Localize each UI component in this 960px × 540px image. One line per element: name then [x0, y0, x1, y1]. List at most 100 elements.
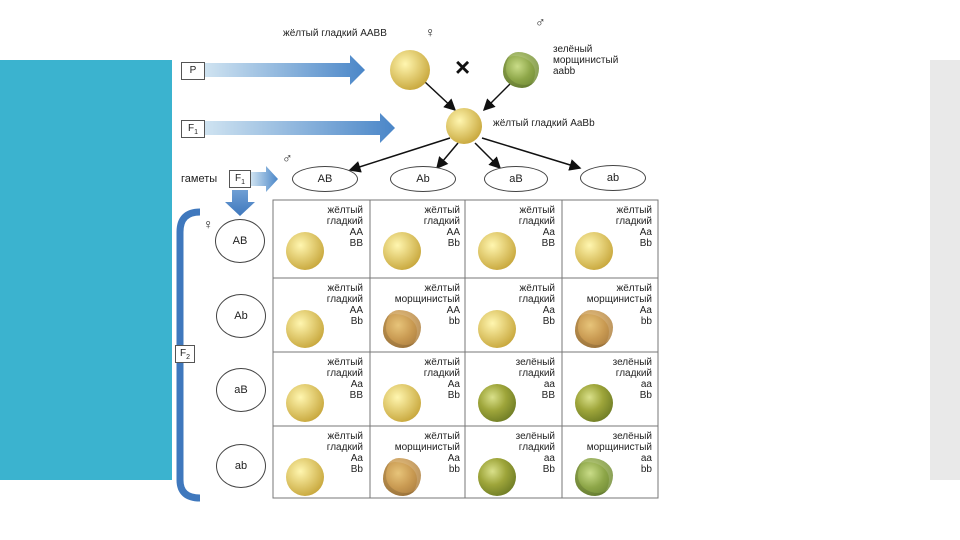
cell-g2: Bb	[447, 238, 460, 249]
cell-color: зелёный	[612, 431, 652, 442]
cell-shape: гладкий	[423, 368, 460, 379]
male-gametes-symbol: ♂	[282, 150, 293, 166]
pea-image	[286, 232, 324, 270]
cell-shape: гладкий	[518, 442, 555, 453]
cell-color: жёлтый	[424, 357, 460, 368]
cell-shape: гладкий	[326, 442, 363, 453]
cell-shape: гладкий	[518, 294, 555, 305]
male-parent-label: зелёный морщинистый aabb	[553, 44, 618, 77]
f2-generation-box: F2	[175, 345, 195, 363]
cell-shape: морщинистый	[586, 442, 652, 453]
female-gametes-symbol: ♀	[203, 216, 214, 232]
p-arrow	[205, 55, 365, 85]
f1-gametes-subscript: 1	[241, 179, 245, 186]
female-gamete-ab: ab	[216, 444, 266, 488]
cell-shape: гладкий	[326, 216, 363, 227]
cell-shape: гладкий	[615, 216, 652, 227]
cell-color: жёлтый	[327, 283, 363, 294]
cell-g2: bb	[448, 316, 460, 327]
cell-g2: Bb	[639, 238, 652, 249]
p-generation-box: P	[181, 62, 205, 80]
right-decor-band	[930, 60, 960, 480]
cell-shape: гладкий	[423, 216, 460, 227]
cell-g1: AA	[446, 305, 460, 316]
cell-shape: морщинистый	[394, 442, 460, 453]
cell-color: жёлтый	[424, 205, 460, 216]
female-gamete-aB: aB	[216, 368, 266, 412]
f2-letter: F	[179, 348, 187, 359]
pea-image	[478, 232, 516, 270]
male-symbol: ♂	[535, 14, 546, 30]
pea-image	[383, 310, 421, 348]
cell-g1: Aa	[350, 453, 363, 464]
pea-image	[286, 458, 324, 496]
cell-color: жёлтый	[519, 205, 555, 216]
cell-g2: Bb	[542, 464, 555, 475]
cell-g2: BB	[349, 390, 363, 401]
cell-color: жёлтый	[519, 283, 555, 294]
cell-shape: морщинистый	[586, 294, 652, 305]
pea-image	[478, 310, 516, 348]
cell-color: жёлтый	[616, 205, 652, 216]
f1-arrow	[205, 113, 395, 143]
pea-image	[286, 310, 324, 348]
cell-color: зелёный	[612, 357, 652, 368]
cell-g2: Bb	[447, 390, 460, 401]
cell-g2: BB	[541, 238, 555, 249]
cell-g1: Aa	[350, 379, 363, 390]
cell-g1: AA	[349, 227, 363, 238]
cell-color: зелёный	[515, 431, 555, 442]
cell-color: жёлтый	[424, 283, 460, 294]
cell-shape: гладкий	[518, 216, 555, 227]
male-gamete-Ab: Ab	[390, 166, 456, 192]
pea-image	[383, 458, 421, 496]
cell-g1: Aa	[447, 379, 460, 390]
pea-image	[575, 232, 613, 270]
pea-image	[478, 384, 516, 422]
pea-image	[286, 384, 324, 422]
pea-image	[575, 384, 613, 422]
cell-g1: Aa	[639, 227, 652, 238]
cell-g1: aa	[543, 453, 555, 464]
cell-color: жёлтый	[616, 283, 652, 294]
cell-g2: bb	[448, 464, 460, 475]
cell-color: жёлтый	[327, 205, 363, 216]
cell-shape: морщинистый	[394, 294, 460, 305]
cell-g2: Bb	[350, 316, 363, 327]
cell-g1: Aa	[639, 305, 652, 316]
cell-g1: AA	[446, 227, 460, 238]
parent-green-wrinkled-pea	[503, 52, 539, 88]
female-symbol: ♀	[425, 24, 436, 40]
f1-subscript: 1	[194, 129, 198, 136]
cell-g1: Aa	[542, 227, 555, 238]
pea-image	[575, 458, 613, 496]
pea-image	[383, 232, 421, 270]
cell-shape: гладкий	[326, 368, 363, 379]
cell-g1: Aa	[447, 453, 460, 464]
cell-g1: aa	[543, 379, 555, 390]
cell-g2: bb	[640, 316, 652, 327]
